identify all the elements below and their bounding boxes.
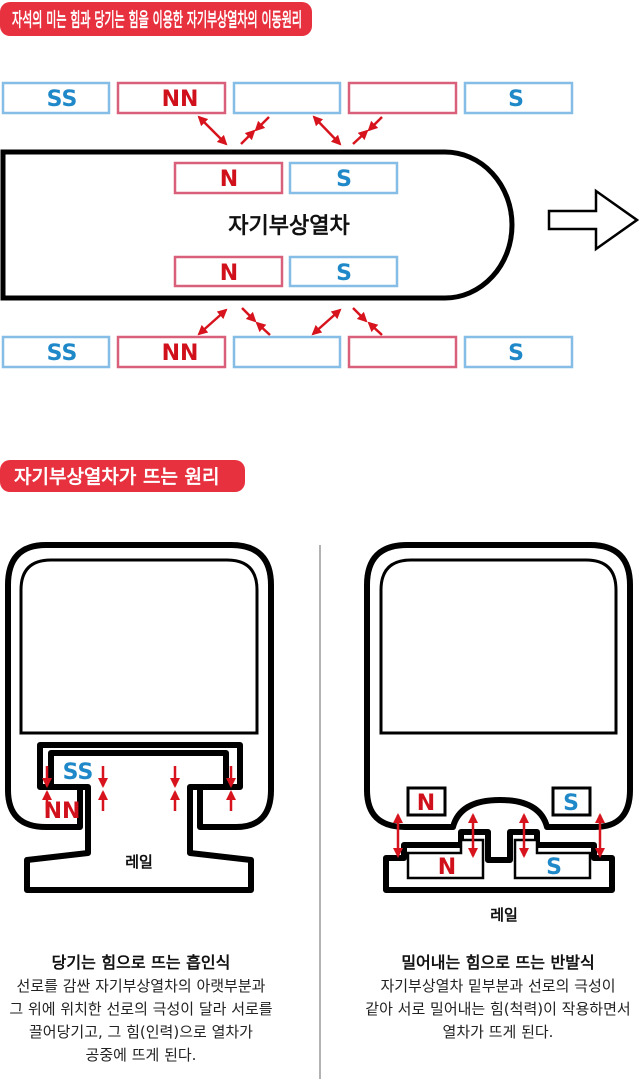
- repel-arrow-icon: [311, 308, 342, 336]
- track-magnet: [347, 81, 458, 115]
- bottom-track: SS NN S: [1, 335, 574, 369]
- track-label: NN: [162, 87, 199, 112]
- track-magnet: [1, 81, 111, 115]
- track-magnet: [232, 335, 342, 369]
- top-track: SS NN S: [1, 81, 574, 115]
- rail-magnet: [406, 838, 485, 880]
- rail-magnet-label: N: [438, 855, 456, 880]
- attract-arrow-icon: [367, 116, 383, 132]
- train-magnet: [288, 255, 399, 288]
- repulsion-arrows: [393, 813, 605, 858]
- section1-title: 자석의 미는 힘과 당기는 힘을 이용한 자기부상열차의 이동원리: [12, 9, 302, 31]
- track-magnet: [347, 335, 458, 369]
- track-label: S: [508, 87, 524, 112]
- attract-arrow-icon: [240, 129, 256, 145]
- attract-arrow-icon: [352, 129, 369, 145]
- train-label: 자기부상열차: [228, 214, 350, 239]
- track-magnet: [463, 81, 574, 115]
- track-magnet: [463, 335, 574, 369]
- track-label: S: [508, 341, 524, 366]
- right-caption: 밀어내는 힘으로 뜨는 반발식 자기부상열차 밑부분과 선로의 극성이 같아 서…: [365, 953, 630, 1041]
- caption-line: 그 위에 위치한 선로의 극성이 달라 서로를: [9, 1000, 272, 1018]
- track-label: SS: [47, 341, 78, 366]
- caption-line: 선로를 감싼 자기부상열차의 아랫부분과: [17, 977, 266, 995]
- section1-header: 자석의 미는 힘과 당기는 힘을 이용한 자기부상열차의 이동원리: [0, 2, 312, 36]
- attraction-diagram: SS NN 레일: [5, 542, 274, 893]
- force-arrows-top: [197, 115, 383, 146]
- train-magnet-label: N: [417, 791, 435, 816]
- train-magnet: [173, 161, 284, 195]
- caption-line: 끌어당기고, 그 힘(인력)으로 열차가: [29, 1023, 253, 1041]
- train-window: [19, 558, 259, 735]
- train-magnet-label: N: [220, 261, 238, 286]
- attract-arrow-icon: [241, 307, 257, 323]
- train-magnet-label: S: [336, 167, 352, 192]
- train-magnet-label: NN: [44, 799, 81, 824]
- track-label: NN: [162, 341, 199, 366]
- caption-title: 당기는 힘으로 뜨는 흡인식: [52, 953, 231, 972]
- header-pill: [0, 460, 245, 492]
- rail-magnet-label: SS: [63, 760, 94, 785]
- train-window: [379, 558, 618, 735]
- attract-arrow-icon: [367, 321, 383, 336]
- caption-title: 밀어내는 힘으로 뜨는 반발식: [401, 953, 594, 972]
- rail-label: 레일: [125, 853, 153, 871]
- force-arrows-bottom: [197, 307, 383, 336]
- section2-header: 자기부상열차가 뜨는 원리: [0, 460, 245, 492]
- train-top-view: N S N S 자기부상열차: [0, 149, 515, 301]
- train-magnet-label: S: [336, 261, 352, 286]
- caption-line: 열차가 뜨게 된다.: [443, 1023, 554, 1041]
- rail-label: 레일: [490, 906, 518, 924]
- track-magnet: [116, 81, 227, 115]
- attract-arrow-icon: [255, 321, 271, 336]
- repel-arrow-icon: [312, 115, 342, 146]
- track-magnet: [1, 335, 111, 369]
- caption-line: 같아 서로 밀어내는 힘(척력)이 작용하면서: [365, 1000, 630, 1018]
- train-magnet: [173, 255, 284, 288]
- repel-arrow-icon: [197, 115, 228, 146]
- rail-magnet: [513, 838, 592, 880]
- attract-arrow-icon: [254, 116, 270, 132]
- left-caption: 당기는 힘으로 뜨는 흡인식 선로를 감싼 자기부상열차의 아랫부분과 그 위에…: [9, 953, 272, 1064]
- repulsion-diagram: N S N S 레일: [364, 542, 633, 924]
- arrow-right-icon: [547, 188, 640, 252]
- section2-title: 자기부상열차가 뜨는 원리: [14, 466, 220, 488]
- attraction-arrows: [42, 766, 236, 811]
- caption-line: 공중에 뜨게 된다.: [86, 1046, 197, 1064]
- repel-arrow-icon: [197, 308, 228, 336]
- train-magnet: [551, 786, 592, 817]
- train-magnet-label: N: [220, 167, 238, 192]
- rail-magnet-label: S: [546, 855, 562, 880]
- train-magnet: [406, 786, 447, 817]
- header-pill: [0, 2, 312, 36]
- track-magnet: [232, 81, 342, 115]
- train-magnet-label: S: [563, 791, 579, 816]
- track-label: SS: [47, 87, 78, 112]
- train-magnet: [288, 161, 399, 195]
- track-magnet: [116, 335, 227, 369]
- attract-arrow-icon: [352, 307, 368, 323]
- caption-line: 자기부상열차 밑부분과 선로의 극성이: [380, 977, 615, 995]
